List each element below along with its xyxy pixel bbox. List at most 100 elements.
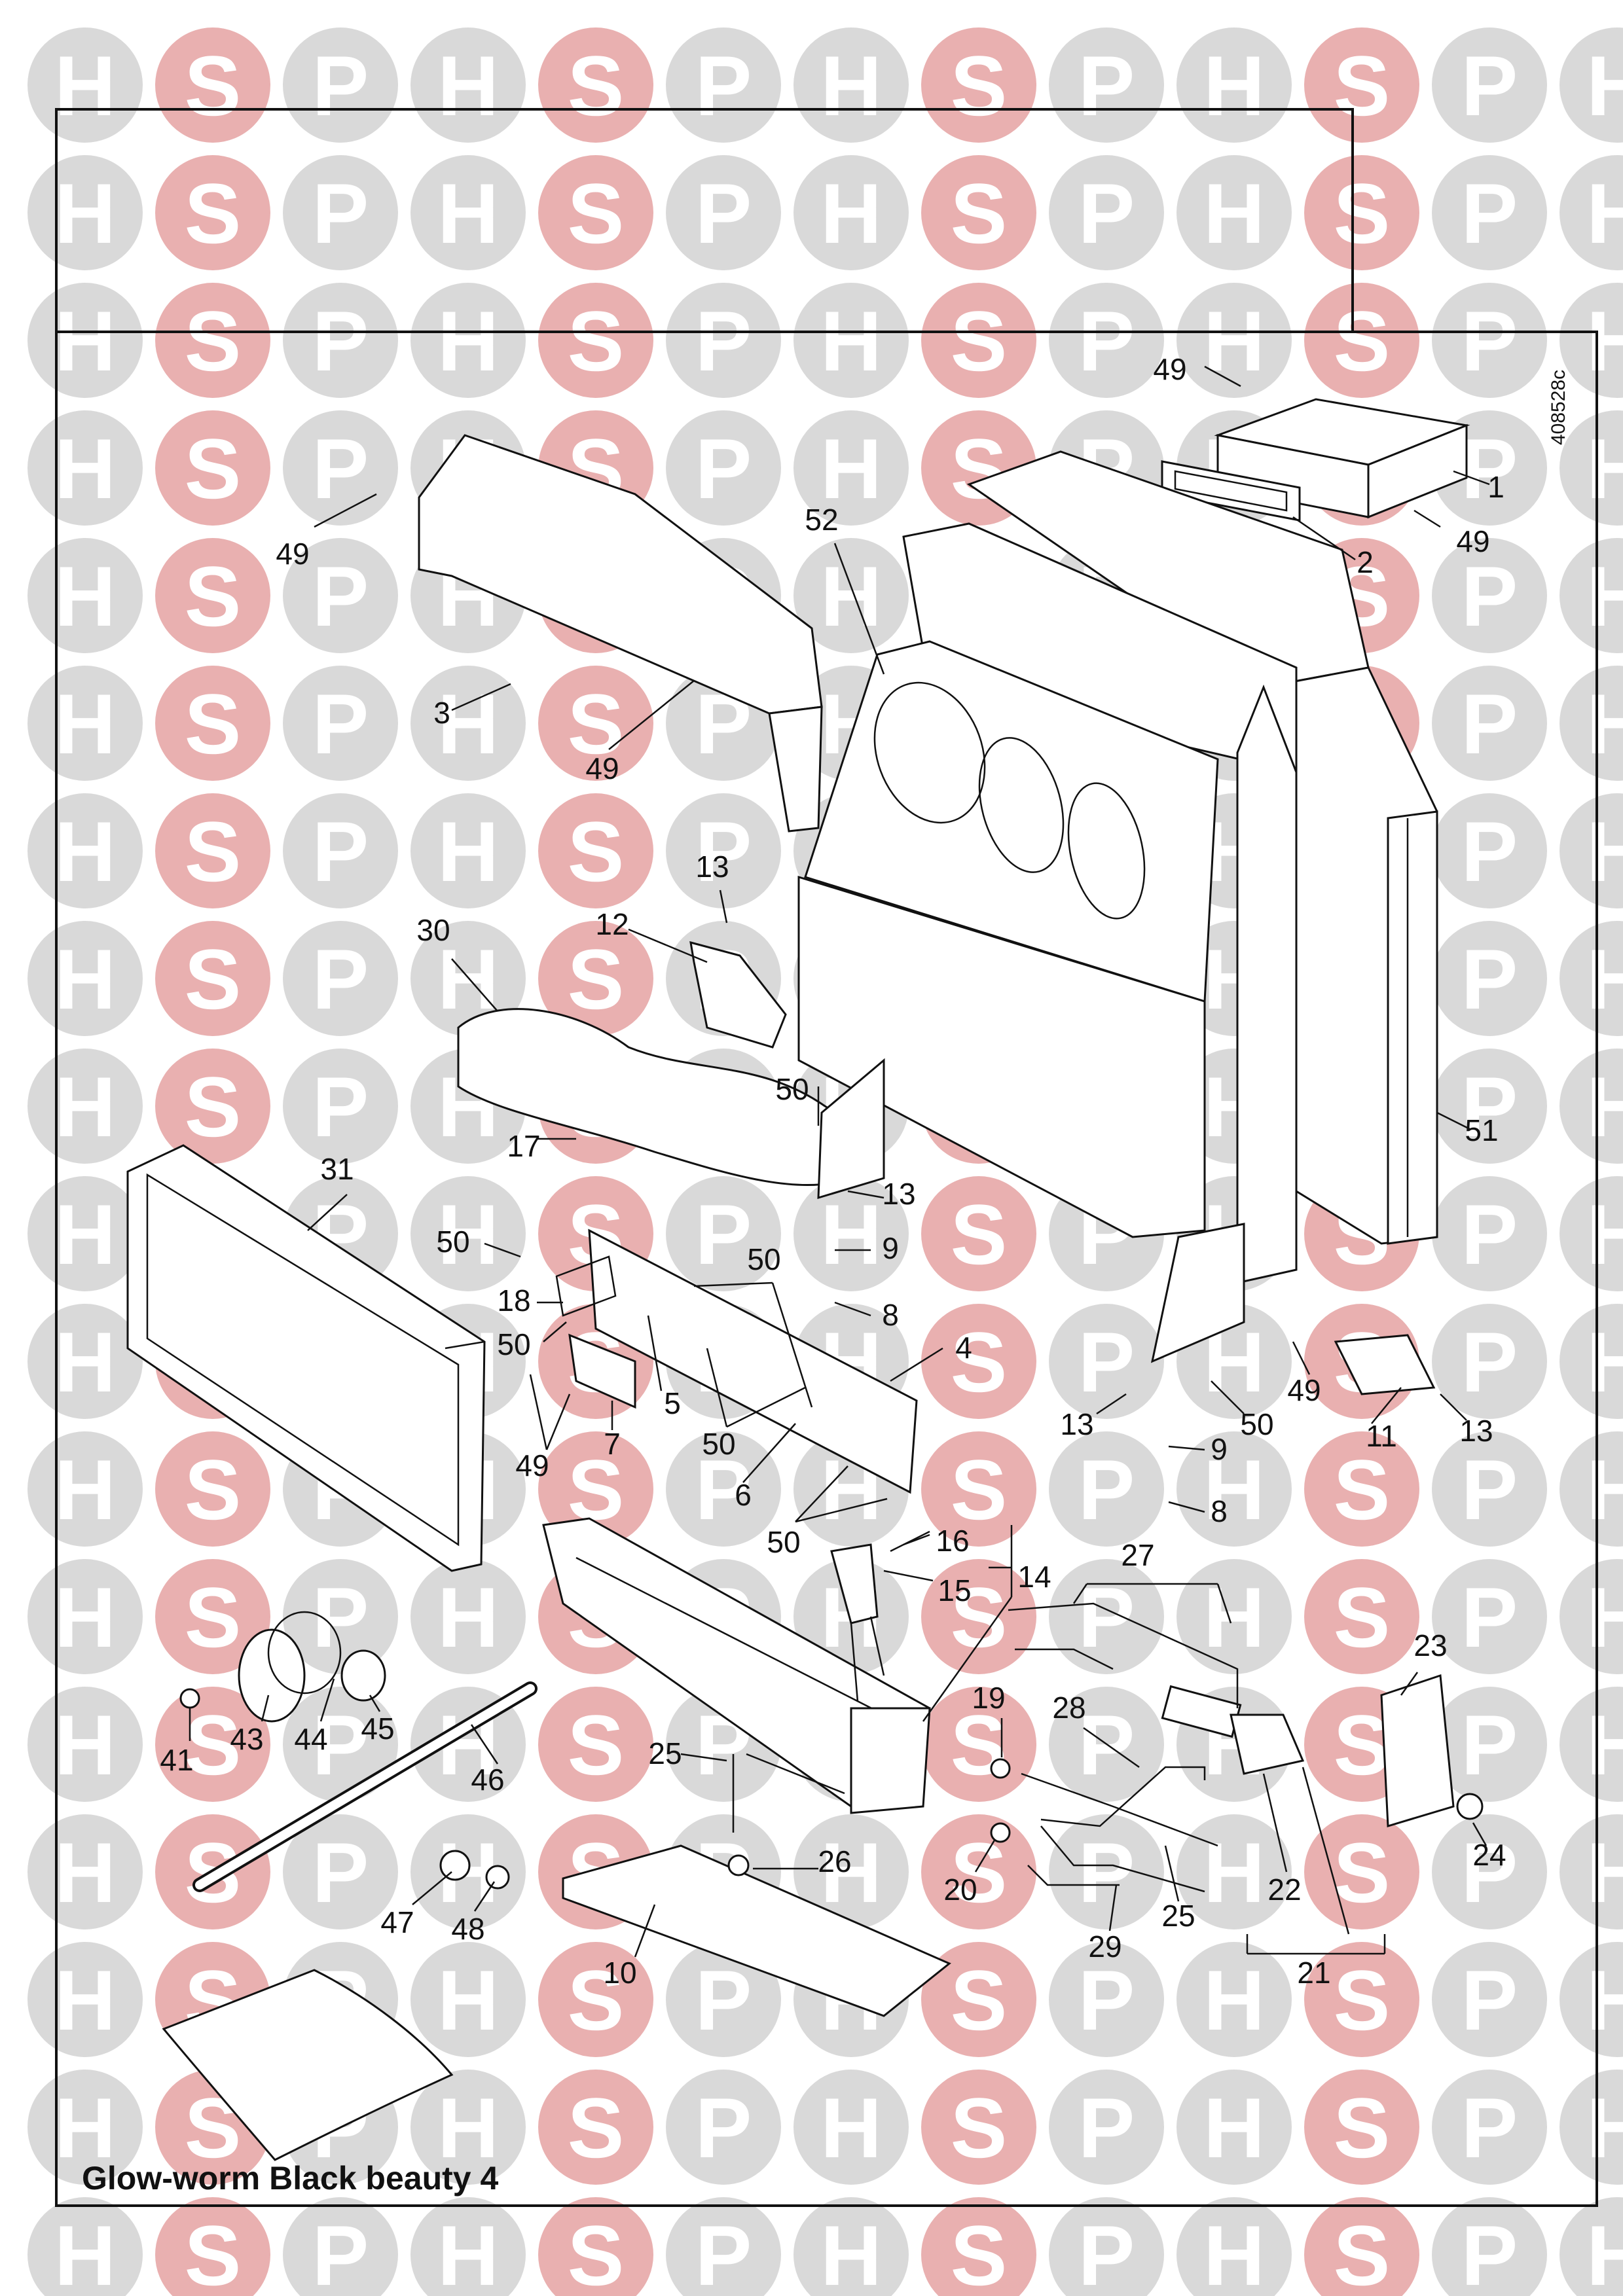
watermark-letter: P xyxy=(1078,293,1135,389)
callout-4: 4 xyxy=(955,1331,972,1365)
drawing-code: 408528c xyxy=(1548,370,1569,445)
watermark-circle xyxy=(538,27,653,143)
leader-lines xyxy=(189,365,1490,1958)
watermark-letter: H xyxy=(1586,38,1623,134)
callout-49c: 49 xyxy=(1153,352,1186,386)
watermark-letter: P xyxy=(312,293,369,389)
watermark-letter: P xyxy=(695,1442,752,1537)
watermark-letter: P xyxy=(695,38,752,134)
watermark-letter: P xyxy=(312,548,369,644)
watermark-letter: S xyxy=(1334,1697,1391,1793)
watermark-circle xyxy=(1176,1814,1292,1929)
watermark-circle xyxy=(1176,27,1292,143)
watermark-letter: S xyxy=(185,421,242,516)
watermark-letter: H xyxy=(54,38,116,134)
watermark-letter: S xyxy=(568,931,625,1027)
watermark-circle xyxy=(1432,538,1547,653)
watermark-letter: S xyxy=(568,38,625,134)
part-control-knob xyxy=(340,1649,386,1702)
callout-47: 47 xyxy=(380,1905,414,1939)
callout-28: 28 xyxy=(1052,1691,1085,1725)
watermark-circle xyxy=(1559,1304,1623,1419)
watermark-letter: P xyxy=(695,804,752,899)
watermark-circle xyxy=(283,666,398,781)
watermark-letter: P xyxy=(312,676,369,772)
watermark-letter: H xyxy=(1586,1314,1623,1410)
watermark-circle xyxy=(1049,1304,1164,1419)
watermark-circle xyxy=(538,1431,653,1547)
watermark-letter: P xyxy=(695,421,752,516)
watermark-letter: H xyxy=(437,931,499,1027)
watermark-letter: P xyxy=(1078,1825,1135,1920)
watermark-circle xyxy=(793,27,909,143)
callout-43: 43 xyxy=(230,1722,263,1756)
watermark-circle xyxy=(155,410,270,526)
callout-6: 6 xyxy=(735,1478,752,1512)
watermark-letter: H xyxy=(54,1952,116,2048)
callout-50a: 50 xyxy=(775,1072,809,1106)
watermark-circle xyxy=(155,27,270,143)
watermark-circle xyxy=(1432,1559,1547,1674)
watermark-circle xyxy=(410,155,526,270)
watermark-circle xyxy=(793,1176,909,1291)
watermark-circle xyxy=(1432,2070,1547,2185)
watermark-letter: P xyxy=(1461,1059,1518,1155)
watermark-letter: H xyxy=(1203,2080,1265,2176)
watermark-letter: H xyxy=(54,1442,116,1537)
watermark-circle xyxy=(793,538,909,653)
watermark-letter: P xyxy=(1078,2080,1135,2176)
watermark-circle xyxy=(1304,283,1419,398)
watermark-circle xyxy=(1559,793,1623,908)
watermark-letter: H xyxy=(437,804,499,899)
callout-51: 51 xyxy=(1465,1113,1498,1147)
part-bracket-11 xyxy=(1334,1334,1436,1395)
watermark-circle xyxy=(283,1559,398,1674)
watermark-circle xyxy=(1432,1431,1547,1547)
watermark-letter: S xyxy=(1334,2080,1391,2176)
watermark-circle xyxy=(410,1942,526,2057)
watermark-circle xyxy=(921,27,1036,143)
part-small-fittings xyxy=(179,1688,1484,1890)
watermark-letter: H xyxy=(437,38,499,134)
watermark-letter: P xyxy=(1461,1570,1518,1665)
watermark-circle xyxy=(1559,410,1623,526)
watermark-letter: P xyxy=(1461,293,1518,389)
callout-3: 3 xyxy=(433,696,450,730)
watermark-circle xyxy=(1176,1942,1292,2057)
watermark-letter: P xyxy=(1461,804,1518,899)
watermark-letter: P xyxy=(695,293,752,389)
watermark-circle xyxy=(155,666,270,781)
watermark-letter: P xyxy=(312,2208,369,2296)
callout-50g: 50 xyxy=(767,1525,800,1559)
watermark-circle xyxy=(1432,1687,1547,1802)
watermark-letter: H xyxy=(54,421,116,516)
watermark-circle xyxy=(283,155,398,270)
watermark-letter: P xyxy=(1078,38,1135,134)
watermark-letter: S xyxy=(1334,1825,1391,1920)
watermark-letter: H xyxy=(54,1570,116,1665)
watermark-circle xyxy=(283,1687,398,1802)
callout-13d: 13 xyxy=(1459,1414,1493,1448)
part-burner xyxy=(542,1517,931,1814)
watermark-circle xyxy=(666,1176,781,1291)
watermark-letter: P xyxy=(1461,38,1518,134)
watermark-letter: H xyxy=(1586,1187,1623,1282)
watermark-letter: P xyxy=(1461,1314,1518,1410)
watermark-circle xyxy=(1559,1814,1623,1929)
watermark-letter: H xyxy=(437,2208,499,2296)
watermark-circle xyxy=(1304,1559,1419,1674)
callout-8a: 8 xyxy=(882,1298,899,1332)
watermark-circle xyxy=(410,793,526,908)
watermark-circle xyxy=(1432,921,1547,1036)
callout-49e: 49 xyxy=(515,1448,549,1482)
watermark-circle xyxy=(283,27,398,143)
watermark-circle xyxy=(921,283,1036,398)
watermark-letter: P xyxy=(1078,1442,1135,1537)
watermark-letter: P xyxy=(695,2080,752,2176)
watermark-circle xyxy=(283,793,398,908)
watermark-circle xyxy=(410,283,526,398)
watermark-circle xyxy=(921,1559,1036,1674)
watermark-letter: H xyxy=(1586,1059,1623,1155)
callout-25a: 25 xyxy=(648,1736,682,1770)
watermark-circle xyxy=(410,1559,526,1674)
